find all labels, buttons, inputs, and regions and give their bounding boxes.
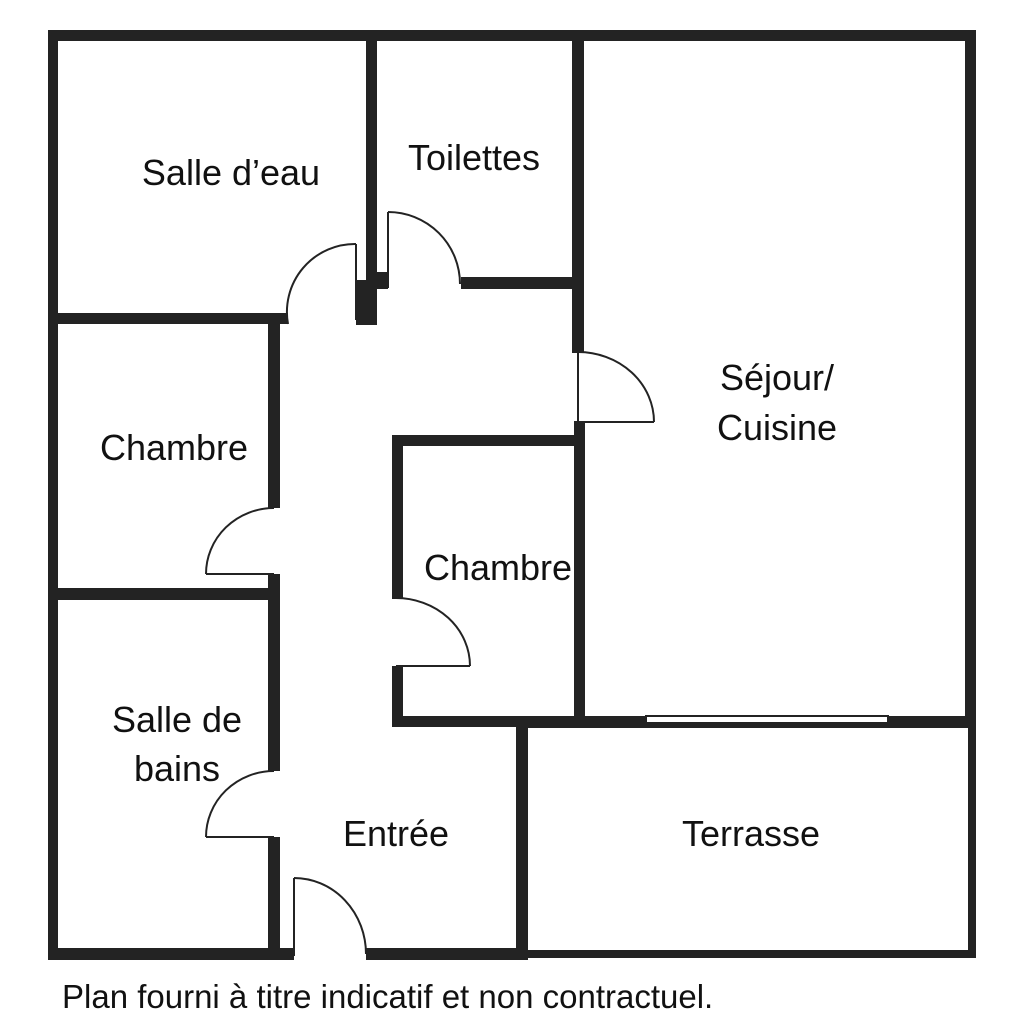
wall-terrace-right — [968, 722, 976, 958]
wall-chambre-center-bottom — [392, 716, 585, 727]
wall-salle-deau-bottom — [48, 313, 288, 324]
wall-sejour-bottom-left — [574, 716, 646, 727]
disclaimer-caption: Plan fourni à titre indicatif et non con… — [62, 978, 714, 1015]
door-salle-deau — [285, 242, 357, 325]
label-chambre-center: Chambre — [424, 547, 572, 588]
wall-salle-deau-door-jamb — [356, 280, 377, 325]
label-salle-de-bains-line2: bains — [134, 748, 220, 789]
wall-bottom-mid — [366, 948, 526, 960]
wall-entree-right — [516, 722, 528, 960]
door-chambre-center — [395, 597, 471, 667]
label-sejour-line1: Séjour/ — [720, 357, 834, 398]
wall-salle-deau-right-upper — [366, 30, 377, 280]
label-toilettes: Toilettes — [408, 137, 540, 178]
room-labels: Salle d’eau Toilettes Séjour/ Cuisine Ch… — [100, 137, 837, 854]
wall-toilets-left-stub — [374, 272, 388, 280]
label-salle-deau: Salle d’eau — [142, 152, 320, 193]
door-entree — [293, 877, 367, 956]
label-terrasse: Terrasse — [682, 813, 820, 854]
wall-toilets-right — [572, 30, 584, 353]
wall-left-rooms-right-upper — [268, 313, 280, 508]
wall-sejour-bottom-right — [888, 716, 976, 727]
wall-toilets-bottom-stub — [374, 280, 388, 289]
label-chambre-left: Chambre — [100, 427, 248, 468]
wall-toilets-bottom — [461, 277, 584, 289]
door-sejour — [577, 351, 655, 423]
wall-terrace-bottom — [520, 950, 976, 958]
wall-sejour-left-lower — [574, 421, 585, 727]
label-sejour-line2: Cuisine — [717, 407, 837, 448]
wall-chambre-left-bottom — [48, 588, 280, 600]
wall-left — [48, 30, 58, 960]
wall-right — [965, 30, 976, 727]
walls — [48, 30, 976, 960]
wall-chambre-center-left-lower — [392, 666, 403, 727]
wall-chambre-center-top — [392, 435, 585, 446]
door-chambre-left — [205, 507, 275, 575]
wall-left-rooms-right-mid — [268, 574, 280, 771]
doors — [205, 211, 655, 956]
wall-terrace-top — [520, 722, 976, 728]
wall-left-rooms-right-lower — [268, 837, 280, 960]
wall-top — [48, 30, 976, 41]
door-salle-de-bains — [205, 770, 275, 838]
label-salle-de-bains-line1: Salle de — [112, 699, 242, 740]
door-toilettes — [387, 211, 461, 288]
label-entree: Entrée — [343, 813, 449, 854]
wall-bottom-left — [48, 948, 294, 960]
wall-chambre-center-left-upper — [392, 435, 403, 599]
